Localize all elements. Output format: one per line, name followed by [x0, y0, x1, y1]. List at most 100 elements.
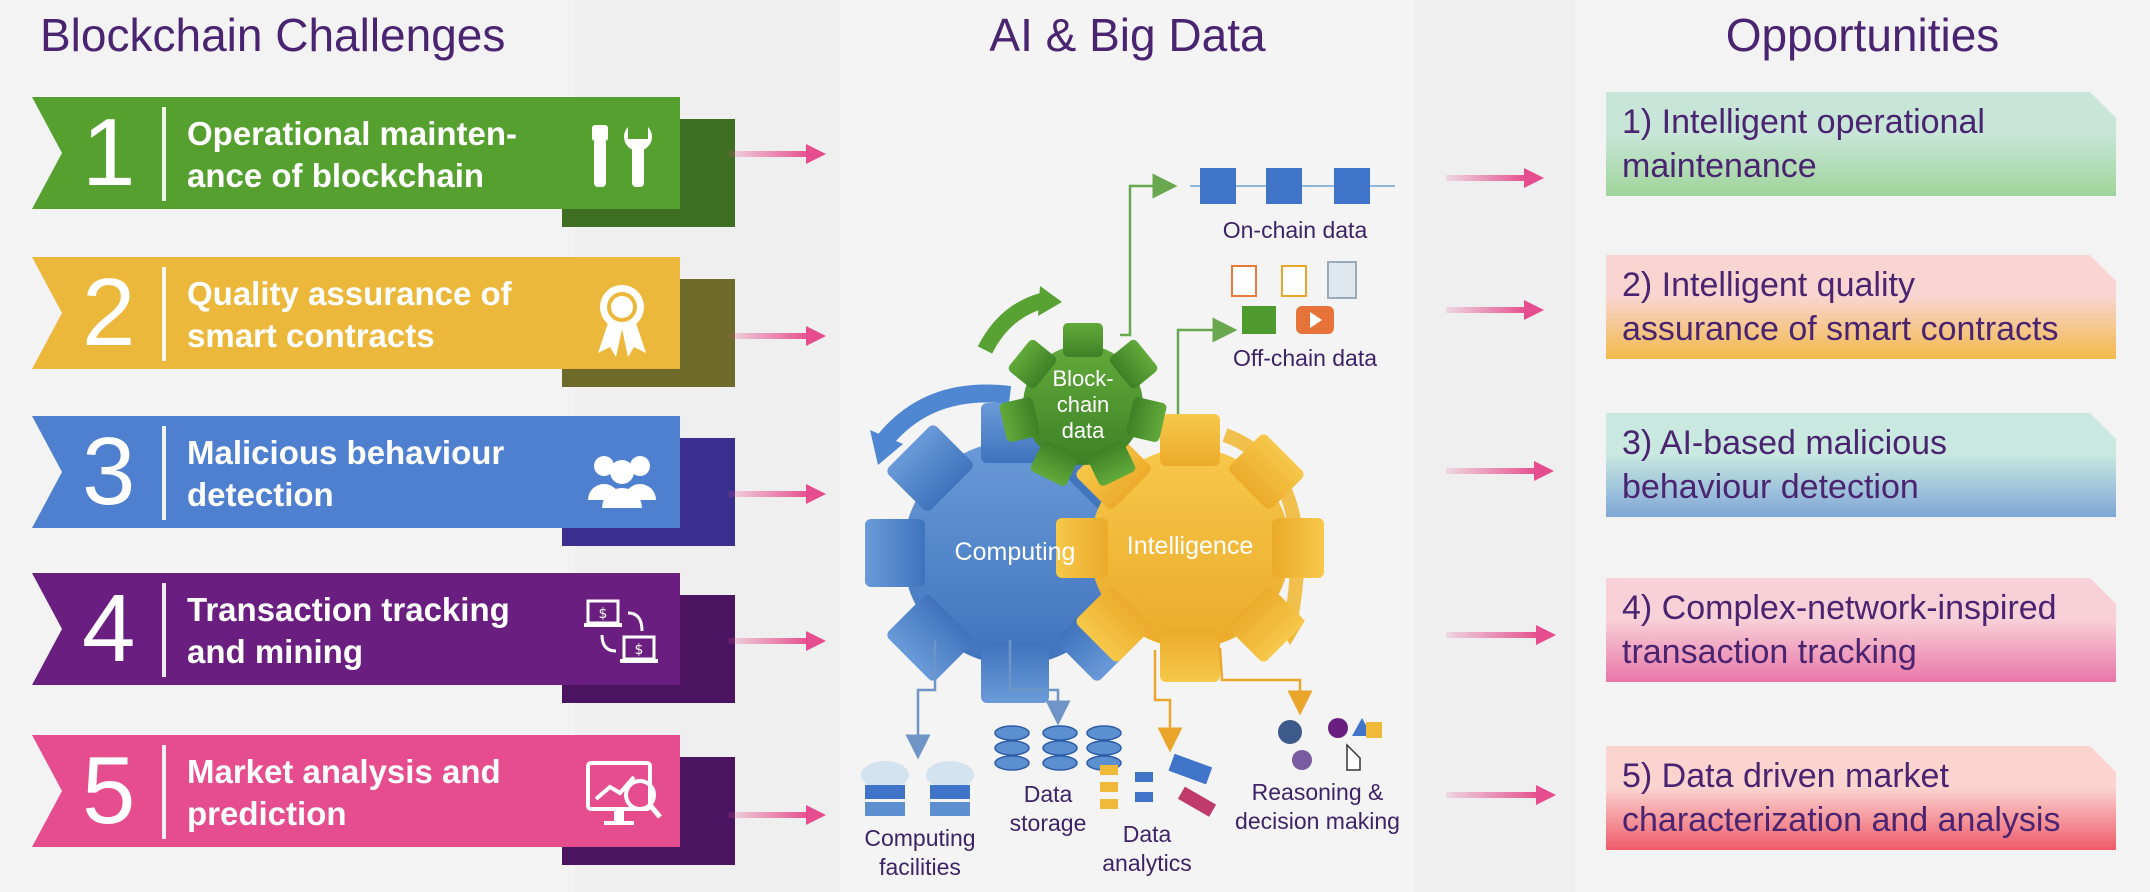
challenge-label: Quality assurance of smart contracts: [187, 273, 567, 357]
tools-icon: [582, 117, 662, 197]
intelligence-label: Intelligence: [1126, 532, 1254, 560]
challenge-label-line2: detection: [187, 476, 334, 513]
flow-arrow-r-5: [1446, 785, 1556, 805]
analytics-connector: [1153, 650, 1183, 753]
opportunity-label: 2) Intelligent quality assurance of smart…: [1622, 263, 2112, 351]
opportunity-label-line2: maintenance: [1622, 147, 1817, 185]
money-transfer-icon: $$: [582, 593, 662, 673]
opportunity-label: 1) Intelligent operational maintenance: [1622, 100, 2112, 188]
opportunity-label-line2: assurance of smart contracts: [1622, 310, 2059, 348]
green-rotation-arrow: [977, 292, 1048, 354]
flow-arrow-l-1: [728, 144, 826, 164]
challenge-label-line1: Operational mainten-: [187, 115, 518, 152]
challenges-title: Blockchain Challenges: [40, 9, 506, 61]
banner-divider: [162, 107, 166, 201]
challenge-label-line1: Malicious behaviour: [187, 434, 505, 471]
challenge-label: Market analysis and prediction: [187, 751, 567, 835]
banner-body: [32, 735, 680, 847]
opportunity-card-5: 5) Data driven market characterization an…: [1606, 746, 2116, 850]
opportunity-label-line1: 1) Intelligent operational: [1622, 103, 1985, 141]
facilities-connector: [905, 640, 937, 760]
challenge-label-line1: Market analysis and: [187, 753, 501, 790]
opportunity-label: 4) Complex-network-inspired transaction t…: [1622, 586, 2112, 674]
blockchain-data-label: Block- chain data: [1033, 366, 1133, 444]
opportunity-card-2: 2) Intelligent quality assurance of smart…: [1606, 255, 2116, 359]
opportunity-label-line1: 5) Data driven market: [1622, 757, 1949, 795]
challenge-number: 2: [82, 259, 136, 366]
market-chart-icon: [582, 755, 662, 835]
computing-label: Computing: [954, 538, 1076, 566]
banner-body: [32, 97, 680, 209]
banner-divider: [162, 426, 166, 520]
flow-arrow-r-1: [1446, 168, 1544, 188]
users-group-icon: [582, 436, 662, 516]
opportunity-label-line1: 2) Intelligent quality: [1622, 266, 1915, 304]
banner-body: [32, 573, 680, 685]
flow-arrow-l-2: [728, 326, 826, 346]
flow-arrow-r-4: [1446, 625, 1556, 645]
opportunity-label-line2: transaction tracking: [1622, 633, 1917, 671]
challenge-label-line2: and mining: [187, 633, 363, 670]
intelligence-gear: [1056, 414, 1324, 682]
challenge-label-line1: Quality assurance of: [187, 275, 512, 312]
opportunity-card-4: 4) Complex-network-inspired transaction t…: [1606, 578, 2116, 682]
svg-text:$: $: [635, 642, 644, 658]
challenge-banner-5: 5 Market analysis and prediction: [32, 735, 735, 865]
data-analytics-label: Data analytics: [1092, 820, 1202, 878]
banner-divider: [162, 267, 166, 361]
challenge-banner-1: 1 Operational mainten-ance of blockchain: [32, 97, 735, 227]
reasoning-decision-icon: [1278, 718, 1382, 771]
analytics-line2: analytics: [1102, 850, 1192, 876]
banner-body: [32, 257, 680, 369]
storage-line1: Data: [1023, 781, 1073, 807]
facilities-line2: facilities: [879, 854, 961, 880]
opportunity-label-line2: characterization and analysis: [1622, 801, 2061, 839]
flow-arrow-r-2: [1446, 300, 1544, 320]
reasoning-connector: [1218, 647, 1313, 716]
svg-text:$: $: [599, 606, 608, 622]
storage-connector: [1008, 640, 1071, 726]
opportunity-label-line1: 4) Complex-network-inspired: [1622, 589, 2057, 627]
blue-rotation-arrow: [878, 384, 1012, 446]
flow-arrow-l-3: [728, 484, 826, 504]
computing-facilities-icon: [861, 761, 974, 816]
opportunity-label-line2: behaviour detection: [1622, 468, 1919, 506]
analytics-line1: Data: [1122, 821, 1172, 847]
challenge-banner-3: 3 Malicious behaviour detection: [32, 416, 735, 546]
challenge-label-line2: smart contracts: [187, 317, 435, 354]
onchain-blocks-icon: [1190, 168, 1395, 204]
opportunities-title: Opportunities: [1725, 9, 2000, 61]
challenge-number: 5: [82, 737, 136, 844]
offchain-label: Off-chain data: [1232, 345, 1378, 371]
reasoning-line2: decision making: [1235, 808, 1400, 834]
blockchain-gear: [999, 323, 1167, 486]
flow-arrow-r-3: [1446, 461, 1554, 481]
challenge-label: Operational mainten-ance of blockchain: [187, 113, 567, 197]
onchain-label: On-chain data: [1222, 217, 1368, 243]
banner-body: [32, 416, 680, 528]
flow-arrow-l-5: [728, 805, 826, 825]
challenge-label-line2: ance of blockchain: [187, 157, 485, 194]
blockchain-label-line2: chain: [1056, 392, 1110, 417]
challenge-number: 4: [82, 575, 136, 682]
reasoning-decision-label: Reasoning & decision making: [1225, 778, 1410, 836]
challenge-label: Malicious behaviour detection: [187, 432, 567, 516]
facilities-line1: Computing: [864, 825, 976, 851]
challenge-number: 3: [82, 418, 136, 525]
blockchain-label-line1: Block-: [1052, 366, 1114, 391]
data-storage-label: Data storage: [998, 780, 1098, 838]
offchain-files-icon: [1231, 261, 1357, 334]
ai-bigdata-title: AI & Big Data: [989, 9, 1266, 61]
award-ribbon-icon: [582, 277, 662, 357]
opportunity-label: 5) Data driven market characterization an…: [1622, 754, 2112, 842]
challenge-number: 1: [82, 99, 136, 206]
challenge-label-line2: prediction: [187, 795, 347, 832]
challenge-banner-2: 2 Quality assurance of smart contracts: [32, 257, 735, 387]
yellow-rotation-arrow: [1222, 428, 1305, 627]
banner-divider: [162, 583, 166, 677]
